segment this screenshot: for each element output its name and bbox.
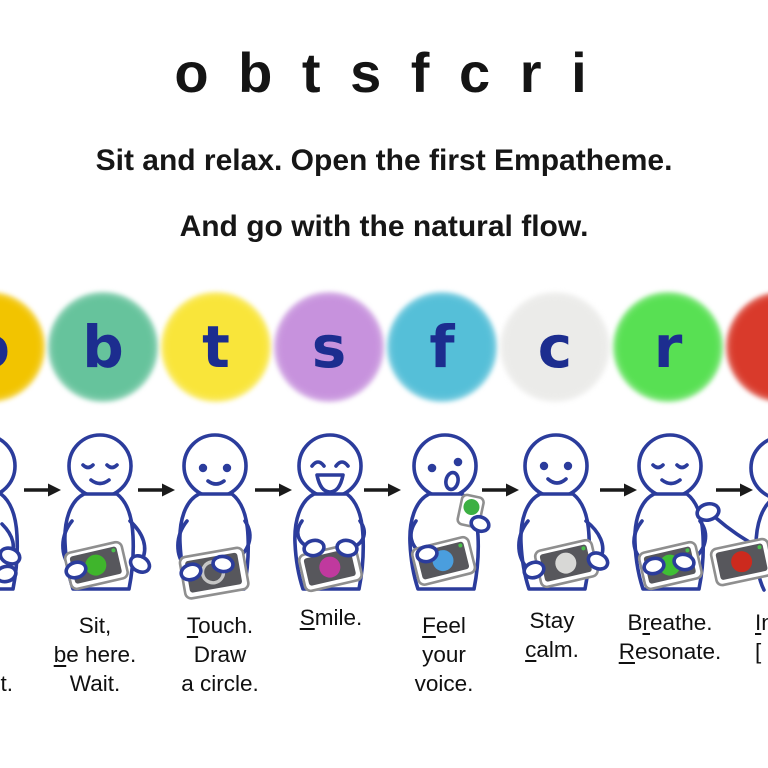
dot-letter-r: r [653, 313, 683, 381]
flow-arrow-icon [482, 483, 519, 497]
flow-arrow-icon [364, 483, 401, 497]
dot-letter-o: o [0, 292, 45, 402]
dot-letter-i: i [726, 292, 768, 402]
flow-arrow-icon [24, 483, 61, 497]
figure-step-o-icon [0, 437, 22, 591]
flow-arrow-icon [600, 483, 637, 497]
step-label-f: Feel your voice. [414, 613, 474, 696]
figure-step-f-icon [408, 433, 491, 591]
empatheme-dot-b [48, 292, 158, 402]
figure-step-b-icon [61, 433, 152, 591]
empatheme-dot-r [613, 292, 723, 402]
step-label-c: Stay calm. [525, 608, 579, 662]
empatheme-dot-c [500, 292, 610, 402]
flow-arrow-icon [255, 483, 292, 497]
step-label-r: Breathe. Resonate. [618, 610, 722, 664]
step-label-o: nt. [0, 671, 14, 696]
dot-letter-f: f [429, 313, 455, 381]
page-title: o b t s f c r i [174, 41, 594, 104]
empatheme-dot-s [274, 292, 384, 402]
empatheme-dot-f [387, 292, 497, 402]
subtitle-line-1: Sit and relax. Open the first Empatheme. [95, 144, 673, 177]
step-label-i: In [ [755, 610, 768, 664]
figure-step-r-icon [632, 433, 708, 591]
dot-letter-s: s [311, 313, 347, 381]
dot-letter-b: b [82, 313, 124, 381]
figure-step-i-icon [695, 438, 768, 592]
dot-letter-t: t [202, 313, 230, 381]
phone-icon [709, 537, 768, 587]
figure-step-s-icon [293, 433, 367, 593]
dot-letter-c: c [537, 313, 573, 381]
figure-step-c-icon [517, 433, 610, 591]
flow-arrow-icon [138, 483, 175, 497]
figure-step-t-icon [176, 433, 252, 600]
empatheme-dot-t [161, 292, 271, 402]
step-label-t: Touch. Draw a circle. [181, 613, 259, 696]
subtitle-line-2: And go with the natural flow. [179, 210, 589, 243]
step-label-b: Sit, be here. Wait. [53, 613, 137, 696]
flow-arrow-icon [716, 483, 753, 497]
step-label-s: Smile. [299, 605, 363, 630]
